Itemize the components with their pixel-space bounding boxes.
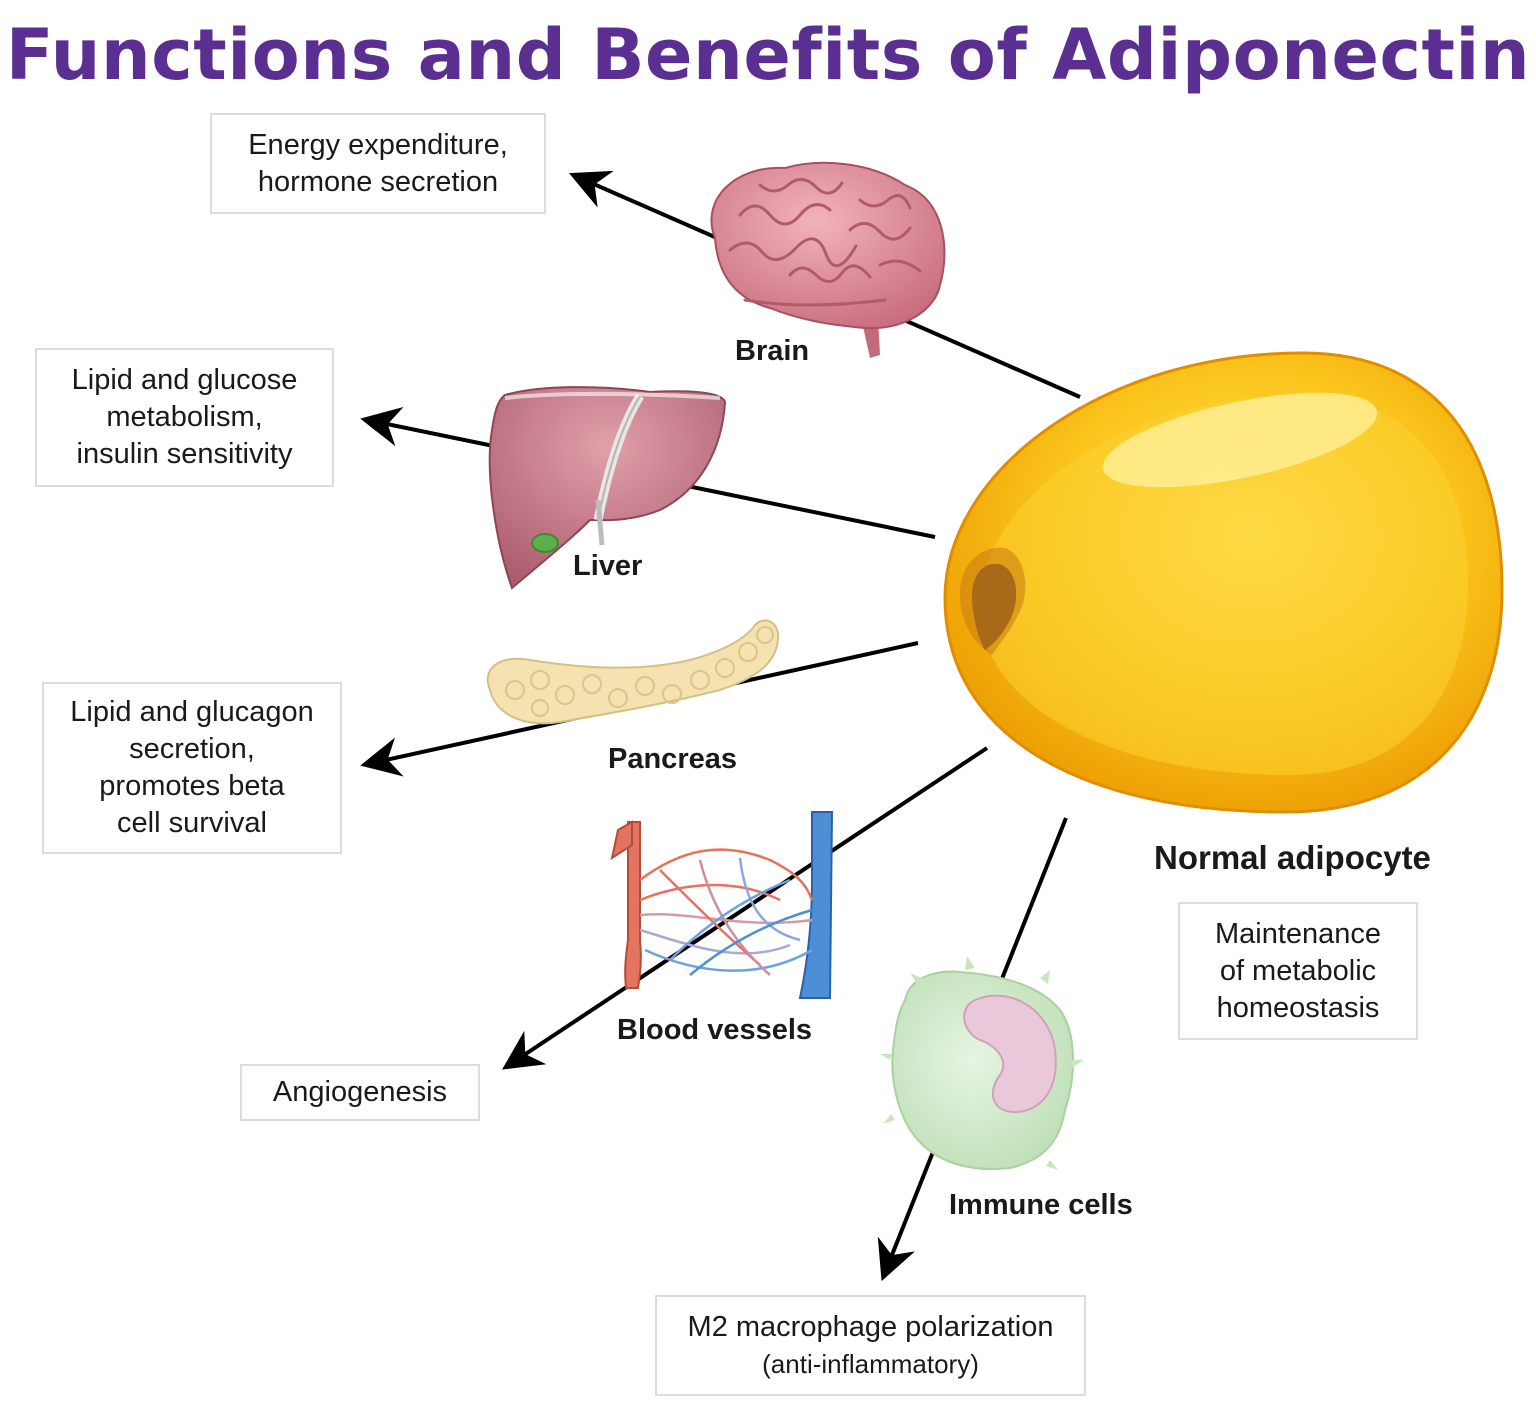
- adipocyte-label: Normal adipocyte: [1154, 839, 1431, 876]
- blood-vessels-effect-box: Angiogenesis: [240, 1064, 480, 1121]
- liver-label: Liver: [573, 550, 643, 582]
- liver-icon: [488, 386, 727, 590]
- page-title: Functions and Benefits of Adiponectin: [5, 14, 1531, 96]
- brain-label: Brain: [735, 335, 810, 367]
- adipocyte-function-box: Maintenance of metabolic homeostasis: [1178, 902, 1418, 1040]
- pancreas-effect-box: Lipid and glucagon secretion, promotes b…: [42, 682, 342, 854]
- immune-effect-line1: M2 macrophage polarization: [687, 1310, 1054, 1343]
- pancreas-icon: [486, 619, 780, 725]
- liver-effect-box: Lipid and glucose metabolism, insulin se…: [35, 348, 334, 487]
- immune-effect-line2: (anti-inflammatory): [762, 1348, 979, 1379]
- immune-effect-box: M2 macrophage polarization (anti-inflamm…: [655, 1295, 1086, 1396]
- adipocyte-icon: [943, 351, 1504, 814]
- pancreas-label: Pancreas: [608, 743, 737, 775]
- brain-effect-box: Energy expenditure, hormone secretion: [210, 113, 546, 214]
- blood-vessels-icon: [610, 811, 834, 999]
- brain-icon: [710, 161, 946, 358]
- immune-cells-label: Immune cells: [949, 1189, 1133, 1221]
- immune-cell-icon: [880, 956, 1084, 1171]
- blood-vessels-label: Blood vessels: [617, 1014, 813, 1046]
- arrow-to-blood-vessels: [501, 746, 989, 1070]
